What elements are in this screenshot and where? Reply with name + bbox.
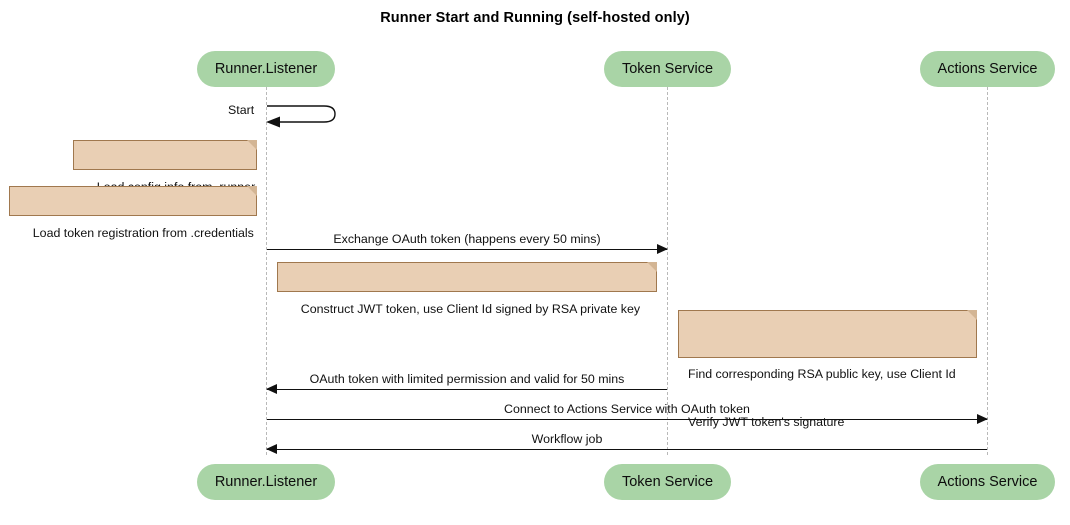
message-line xyxy=(267,419,987,420)
self-message-start-label: Start xyxy=(228,103,255,117)
message-connect-to-actions-service[interactable]: Connect to Actions Service with OAuth to… xyxy=(267,402,988,424)
note-text-line-2: Verify JWT token's signature xyxy=(688,415,845,429)
self-message-start[interactable] xyxy=(266,104,336,130)
message-label: Exchange OAuth token (happens every 50 m… xyxy=(333,232,601,246)
note-verify-jwt-signature: Find corresponding RSA public key, use C… xyxy=(678,310,977,429)
message-oauth-token-return[interactable]: OAuth token with limited permission and … xyxy=(266,372,667,394)
participant-label: Actions Service xyxy=(937,60,1038,77)
participant-label: Token Service xyxy=(621,60,714,77)
note-fold-corner-icon xyxy=(967,310,977,320)
message-workflow-job[interactable]: Workflow job xyxy=(266,432,987,454)
participant-actions-service-top[interactable]: Actions Service xyxy=(920,51,1055,87)
note-fold-corner-icon xyxy=(247,186,257,196)
diagram-title: Runner Start and Running (self-hosted on… xyxy=(380,10,690,26)
participant-actions-service-bottom[interactable]: Actions Service xyxy=(920,464,1055,500)
message-label: OAuth token with limited permission and … xyxy=(309,372,625,386)
message-label: Workflow job xyxy=(531,432,603,446)
participant-runner-listener-bottom[interactable]: Runner.Listener xyxy=(197,464,335,500)
participant-label: Actions Service xyxy=(937,473,1038,490)
participant-label: Token Service xyxy=(621,473,714,490)
participant-label: Runner.Listener xyxy=(214,473,318,490)
note-text: Load token registration from .credential… xyxy=(32,226,254,240)
participant-label: Runner.Listener xyxy=(214,60,318,77)
participant-runner-listener-top[interactable]: Runner.Listener xyxy=(197,51,335,87)
message-line xyxy=(267,389,667,390)
note-load-config-info: Load config info from .runner xyxy=(73,140,257,194)
note-construct-jwt-token: Construct JWT token, use Client Id signe… xyxy=(277,262,657,316)
note-fold-corner-icon xyxy=(647,262,657,272)
message-exchange-oauth-token[interactable]: Exchange OAuth token (happens every 50 m… xyxy=(267,232,668,254)
lifeline-runner-listener xyxy=(266,87,267,455)
participant-token-service-bottom[interactable]: Token Service xyxy=(604,464,731,500)
arrowhead-right-icon xyxy=(977,414,988,424)
participant-token-service-top[interactable]: Token Service xyxy=(604,51,731,87)
lifeline-actions-service xyxy=(987,87,988,455)
arrowhead-right-icon xyxy=(657,244,668,254)
note-text: Construct JWT token, use Client Id signe… xyxy=(300,302,641,316)
message-label: Connect to Actions Service with OAuth to… xyxy=(504,402,750,416)
message-line xyxy=(267,449,987,450)
message-line xyxy=(267,249,667,250)
note-fold-corner-icon xyxy=(247,140,257,150)
arrowhead-left-icon xyxy=(266,444,277,454)
note-text-line-1: Find corresponding RSA public key, use C… xyxy=(688,367,956,381)
lifeline-token-service xyxy=(667,87,668,455)
note-load-token-registration: Load token registration from .credential… xyxy=(9,186,257,240)
arrowhead-left-icon xyxy=(266,384,277,394)
